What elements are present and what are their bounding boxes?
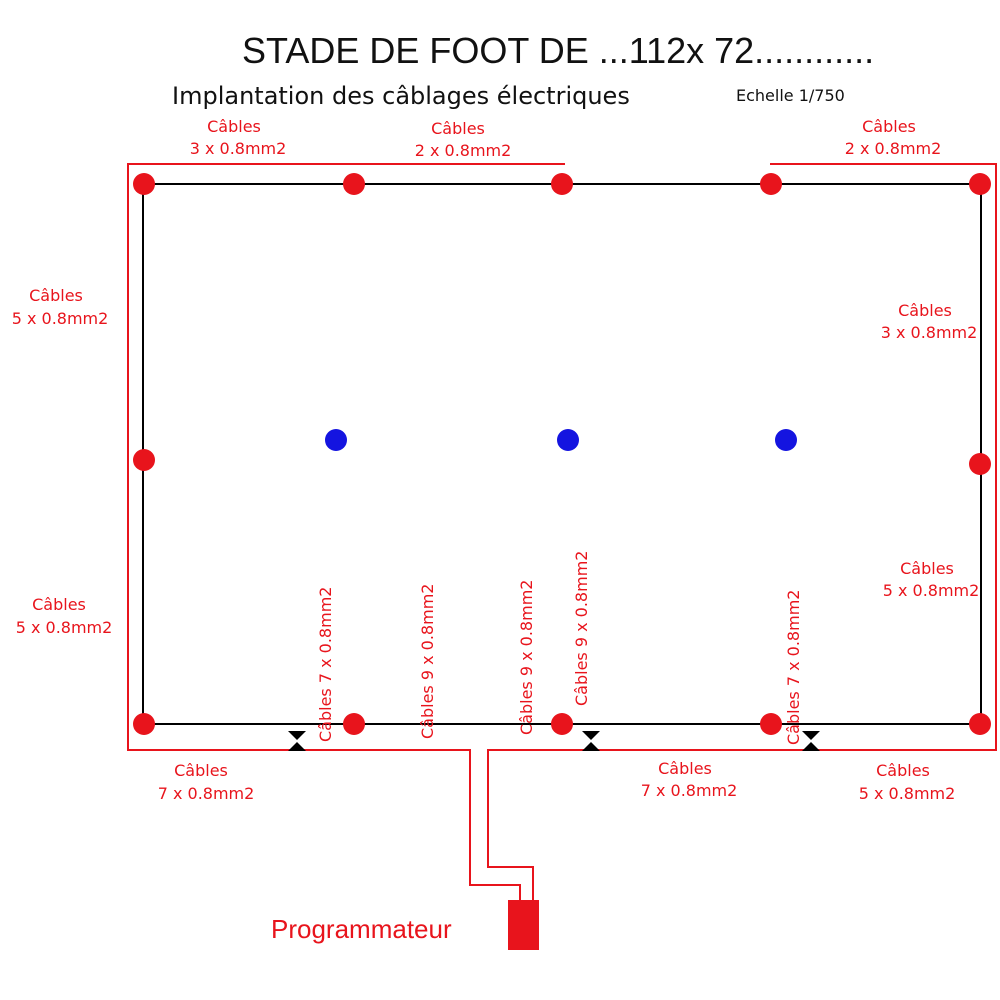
cable-label-left-upper-line2: 5 x 0.8mm2 (12, 309, 109, 328)
blue-light (775, 429, 797, 451)
cable-label-left-lower-line2: 5 x 0.8mm2 (16, 618, 113, 637)
cable-label-bottom-right-line1: Câbles (876, 761, 930, 780)
valves (288, 731, 820, 751)
cable-run-left (127, 163, 565, 900)
cable-label-top-right-line2: 2 x 0.8mm2 (845, 139, 942, 158)
cable-label-top-left-line2: 3 x 0.8mm2 (190, 139, 287, 158)
cable-labels: Câbles 3 x 0.8mm2 Câbles 2 x 0.8mm2 Câbl… (12, 117, 980, 803)
field-outline (142, 183, 982, 725)
cable-label-right-lower-line2: 5 x 0.8mm2 (883, 581, 980, 600)
red-light (551, 173, 573, 195)
red-light (969, 453, 991, 475)
programmer-label: Programmateur (271, 914, 452, 944)
cable-label-right-upper-line2: 3 x 0.8mm2 (881, 323, 978, 342)
red-light (551, 713, 573, 735)
valve-icon (582, 731, 600, 751)
red-light (343, 173, 365, 195)
cable-run-right (487, 163, 997, 900)
red-light (133, 173, 155, 195)
red-lights (133, 173, 991, 735)
red-light (133, 713, 155, 735)
cable-label-vertical-5: Câbles 7 x 0.8mm2 (784, 590, 803, 745)
diagram-title: STADE DE FOOT DE ...112x 72............ (242, 30, 874, 71)
red-light (133, 449, 155, 471)
cable-label-top-right-line1: Câbles (862, 117, 916, 136)
red-light (343, 713, 365, 735)
valve-icon (288, 731, 306, 751)
vertical-cable-labels: Câbles 7 x 0.8mm2 Câbles 9 x 0.8mm2 Câbl… (316, 551, 803, 745)
cable-label-vertical-2: Câbles 9 x 0.8mm2 (418, 584, 437, 739)
cable-label-right-upper-line1: Câbles (898, 301, 952, 320)
cable-label-top-middle-line2: 2 x 0.8mm2 (415, 141, 512, 160)
cable-label-right-lower-line1: Câbles (900, 559, 954, 578)
cable-label-top-middle-line1: Câbles (431, 119, 485, 138)
cable-label-bottom-right-line2: 5 x 0.8mm2 (859, 784, 956, 803)
red-light (760, 713, 782, 735)
blue-light (557, 429, 579, 451)
diagram-subtitle: Implantation des câblages électriques (172, 82, 630, 110)
cable-runs (127, 163, 997, 900)
red-light (969, 173, 991, 195)
cable-label-left-lower-line1: Câbles (32, 595, 86, 614)
red-light (760, 173, 782, 195)
cable-label-top-left-line1: Câbles (207, 117, 261, 136)
scale-label: Echelle 1/750 (736, 86, 845, 105)
blue-lights (325, 429, 797, 451)
cable-label-left-upper-line1: Câbles (29, 286, 83, 305)
cable-label-bottom-left-line2: 7 x 0.8mm2 (158, 784, 255, 803)
valve-icon (802, 731, 820, 751)
cable-label-vertical-4: Câbles 9 x 0.8mm2 (572, 551, 591, 706)
cable-label-bottom-left-line1: Câbles (174, 761, 228, 780)
cable-label-vertical-3: Câbles 9 x 0.8mm2 (517, 580, 536, 735)
red-light (969, 713, 991, 735)
cable-label-vertical-1: Câbles 7 x 0.8mm2 (316, 587, 335, 742)
cable-label-bottom-middle-line1: Câbles (658, 759, 712, 778)
cable-label-bottom-middle-line2: 7 x 0.8mm2 (641, 781, 738, 800)
blue-light (325, 429, 347, 451)
programmer-box (508, 900, 539, 950)
